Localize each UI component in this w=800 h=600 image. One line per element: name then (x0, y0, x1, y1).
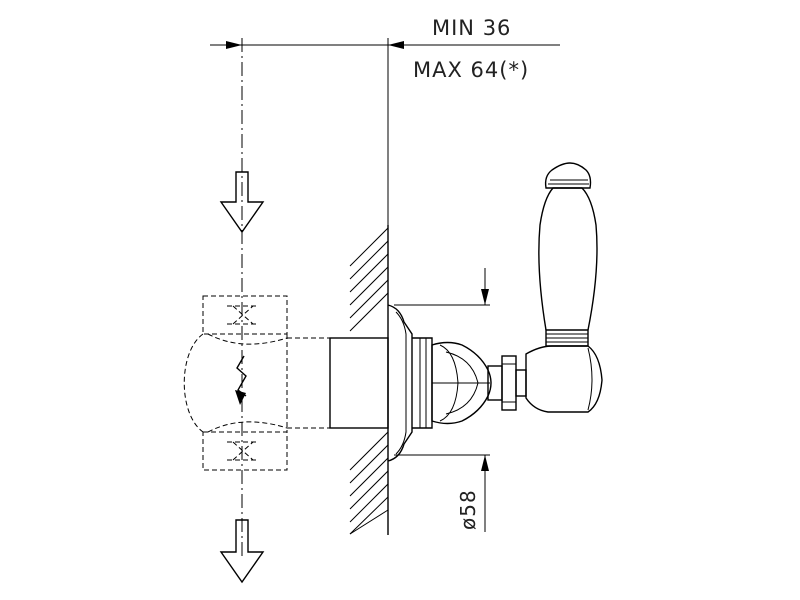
internal-flow-arrowhead-icon (235, 390, 246, 405)
hatch-line (349, 279, 389, 319)
diameter-label: ø58 (456, 489, 480, 530)
escutcheon (387, 304, 433, 462)
dimension-arrow-right-icon (388, 41, 404, 49)
flow-arrow-down-top-icon (219, 171, 265, 234)
hatch-line (349, 470, 389, 510)
spindle-connector (487, 355, 527, 411)
hatch-line (349, 483, 389, 523)
lever-handle (525, 162, 603, 413)
max-depth-label: MAX 64(*) (413, 58, 529, 82)
wall-hatching (349, 227, 389, 535)
diameter-arrow-top-icon (481, 289, 489, 305)
hatch-line (349, 227, 389, 267)
spindle-housing (329, 337, 389, 429)
hatch-line (349, 444, 389, 484)
hatch-line (349, 253, 389, 293)
hatch-line (349, 509, 389, 535)
hatch-line (349, 266, 389, 306)
depth-dimension: MIN 36 MAX 64(*) (210, 16, 560, 225)
diameter-dimension: ø58 (394, 268, 490, 532)
flow-arrow-down-bottom-icon (219, 519, 265, 584)
diameter-arrow-bottom-icon (481, 455, 489, 471)
hatch-line (349, 240, 389, 280)
wall (349, 225, 389, 535)
dimension-arrow-left-icon (226, 41, 242, 49)
hatch-line (349, 496, 389, 535)
hatch-line (349, 431, 389, 471)
hatch-line (349, 292, 389, 332)
hatch-line (349, 457, 389, 497)
min-depth-label: MIN 36 (432, 16, 511, 40)
concealed-valve-body (183, 295, 330, 471)
decorative-nut (431, 341, 492, 425)
